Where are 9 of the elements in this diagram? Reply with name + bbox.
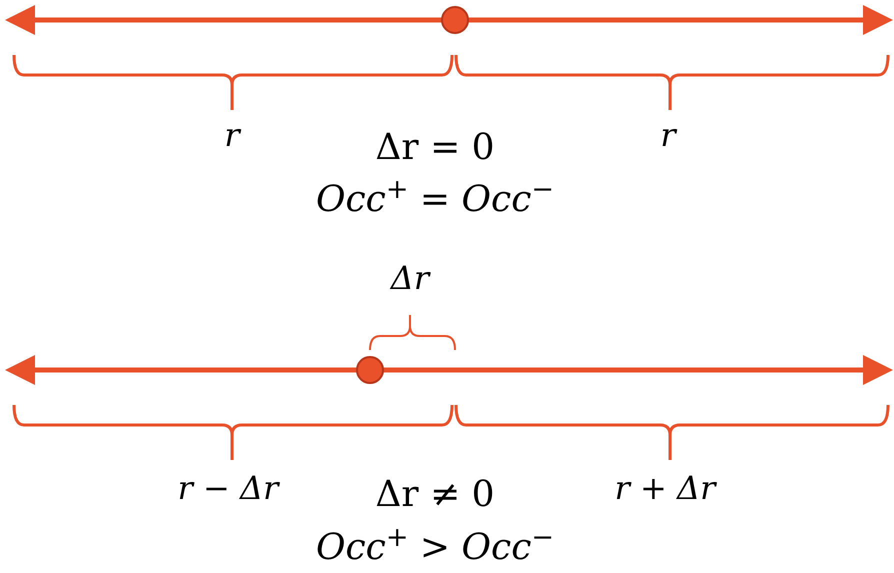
math-label: Δr ≠ 0 [375, 477, 495, 513]
math-label: Δr = 0 [375, 130, 495, 166]
math-label: Occ$^{+}$ > Occ$^{−}$ [316, 530, 554, 566]
math-label: Occ$^{+}$ = Occ$^{−}$ [316, 182, 554, 218]
math-label: r [224, 119, 240, 151]
math-label: r − Δr [178, 472, 278, 504]
math-label: r + Δr [614, 472, 716, 504]
math-label: Δr [390, 262, 430, 294]
math-label: r [660, 119, 676, 151]
